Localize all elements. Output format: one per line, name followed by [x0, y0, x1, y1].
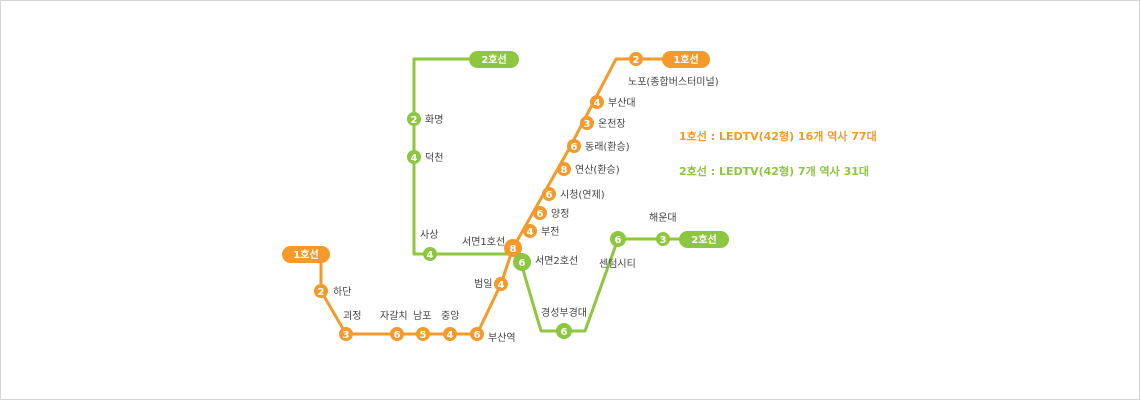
station-jungang: 4 중앙	[441, 310, 459, 341]
station-sicheong-label: 시청(연제)	[560, 189, 605, 201]
station-jungang-label: 중앙	[441, 310, 459, 322]
station-yeonsan-label: 연산(환승)	[575, 164, 620, 176]
station-sasang-count: 4	[427, 250, 434, 261]
station-hwamyeong-count: 2	[411, 115, 418, 126]
station-yangjeong-label: 양정	[551, 208, 569, 220]
station-goejeong-label: 괴정	[343, 310, 361, 322]
legend-line1: 1호선 : LEDTV(42형) 16개 역사 77대	[679, 129, 877, 143]
station-yeonsan: 8 연산(환승)	[557, 162, 620, 176]
station-bujeon-label: 부전	[541, 226, 559, 238]
station-nampo: 5 남포	[413, 310, 431, 341]
station-busandae-label: 부산대	[608, 97, 636, 109]
station-seomyeon1: 8 서면1호선	[462, 236, 522, 257]
station-jagalchi-label: 자갈치	[380, 309, 408, 322]
pill-line1-left-label: 1호선	[293, 248, 318, 261]
station-hadan-label: 하단	[333, 285, 351, 298]
station-seomyeon2: 6 서면2호선	[513, 253, 578, 271]
pill-line1-top-label: 1호선	[673, 53, 698, 66]
station-jagalchi-count: 6	[394, 330, 401, 341]
station-oncheonjang-label: 온천장	[598, 118, 626, 130]
station-bujeon: 4 부전	[523, 224, 559, 238]
station-haeundae: 3 해운대	[649, 211, 677, 246]
legend-line2: 2호선 : LEDTV(42형) 7개 역사 31대	[679, 164, 869, 178]
station-kyungsung: 6 경성부경대	[541, 306, 587, 339]
pill-line2-top: 2호선	[469, 51, 519, 68]
station-haeundae-label: 해운대	[649, 211, 677, 224]
station-seomyeon2-count: 6	[519, 258, 526, 269]
station-yangjeong-count: 6	[537, 209, 544, 220]
station-haeundae-count: 3	[660, 235, 667, 246]
pill-line2-right: 2호선	[679, 231, 729, 248]
station-centum-label: 센텀시티	[599, 258, 636, 270]
station-goejeong: 3 괴정	[339, 310, 361, 341]
station-sicheong-count: 6	[546, 190, 553, 201]
station-hwamyeong-label: 화명	[425, 114, 443, 126]
station-nopo: 2 노포(종합버스터미널)	[628, 52, 719, 88]
station-centum: 6 센텀시티	[599, 231, 636, 270]
station-nampo-count: 5	[420, 330, 427, 341]
station-deokcheon-count: 4	[411, 153, 418, 164]
station-kyungsung-count: 6	[561, 327, 568, 338]
station-busanyeok-label: 부산역	[488, 332, 516, 344]
station-dongnae-label: 동래(환승)	[585, 141, 630, 153]
station-busanyeok: 6 부산역	[470, 327, 516, 344]
station-sasang: 4 사상	[420, 229, 438, 261]
station-oncheonjang: 3 온천장	[580, 116, 626, 130]
station-yeonsan-count: 8	[561, 165, 568, 176]
station-centum-count: 6	[615, 235, 622, 246]
station-seomyeon2-label: 서면2호선	[535, 255, 578, 267]
station-nopo-label: 노포(종합버스터미널)	[628, 76, 719, 88]
station-nampo-label: 남포	[413, 310, 431, 322]
pill-line2-top-label: 2호선	[481, 53, 506, 66]
pill-line2-right-label: 2호선	[691, 233, 716, 246]
station-jagalchi: 6 자갈치	[380, 309, 408, 341]
station-hadan-count: 2	[318, 287, 325, 298]
station-bujeon-count: 4	[527, 227, 534, 238]
station-sicheong: 6 시청(연제)	[542, 187, 605, 201]
station-dongnae-count: 6	[571, 142, 578, 153]
station-beomil-count: 4	[498, 280, 505, 291]
station-seomyeon1-label: 서면1호선	[462, 236, 505, 248]
station-hwamyeong: 2 화명	[407, 112, 443, 126]
station-oncheonjang-count: 3	[584, 119, 591, 130]
station-busanyeok-count: 6	[474, 330, 481, 341]
pill-line1-top: 1호선	[662, 51, 710, 68]
station-beomil: 4 범일	[474, 277, 508, 291]
station-kyungsung-label: 경성부경대	[541, 306, 587, 319]
station-jungang-count: 4	[447, 330, 454, 341]
station-busandae-count: 4	[594, 98, 601, 109]
station-seomyeon1-count: 8	[510, 244, 517, 255]
station-goejeong-count: 3	[343, 330, 350, 341]
station-busandae: 4 부산대	[590, 95, 636, 109]
pill-line1-left: 1호선	[282, 246, 330, 263]
station-sasang-label: 사상	[420, 229, 438, 241]
station-beomil-label: 범일	[474, 278, 492, 290]
station-deokcheon: 4 덕천	[407, 150, 443, 164]
station-deokcheon-label: 덕천	[425, 152, 443, 164]
station-yangjeong: 6 양정	[533, 206, 569, 220]
station-hadan: 2 하단	[314, 284, 351, 298]
station-dongnae: 6 동래(환승)	[567, 139, 630, 153]
station-nopo-count: 2	[633, 55, 640, 66]
